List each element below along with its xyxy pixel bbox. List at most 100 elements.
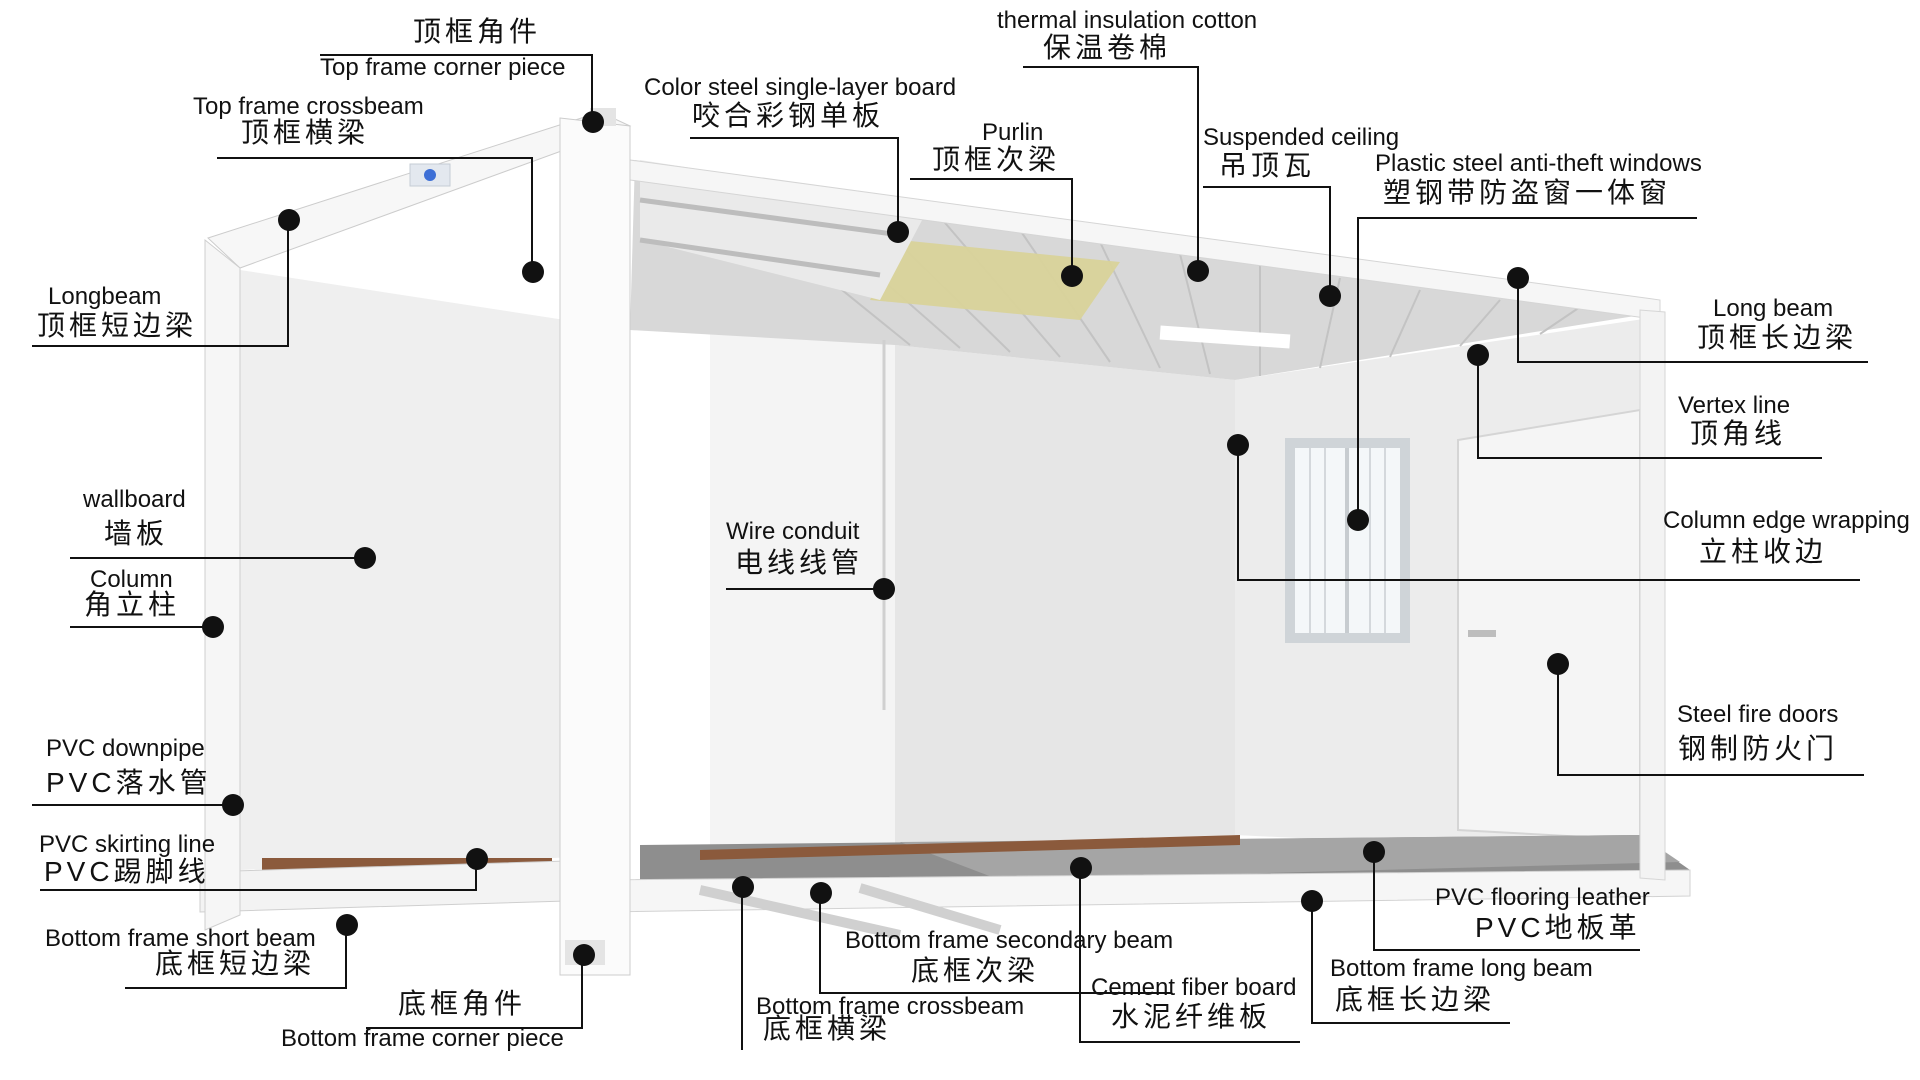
leader-bottom-frame-short-beam — [125, 925, 347, 989]
dot-longbeam — [278, 209, 300, 231]
label-purlin-en: Purlin — [982, 119, 1044, 146]
leader-vertex-line — [1477, 355, 1822, 459]
dot-pvc-downpipe — [222, 794, 244, 816]
label-bottom-frame-crossbeam-zh: 底框横梁 — [763, 1013, 892, 1044]
purlins — [639, 197, 901, 278]
label-bottom-frame-long-beam-en: Bottom frame long beam — [1330, 955, 1593, 982]
dot-column — [202, 616, 224, 638]
leader-plastic-steel-windows — [1357, 217, 1697, 520]
leader-top-frame-crossbeam — [217, 157, 533, 272]
label-bottom-frame-short-beam-zh: 底框短边梁 — [155, 948, 316, 979]
label-column-edge-wrapping-en: Column edge wrapping — [1663, 507, 1910, 534]
label-pvc-flooring-leather-en: PVC flooring leather — [1435, 884, 1650, 911]
label-thermal-insulation-cotton-en: thermal insulation cotton — [997, 7, 1258, 34]
label-bottom-frame-long-beam-zh: 底框长边梁 — [1335, 984, 1496, 1015]
left-interior-wall — [240, 270, 630, 870]
leader-suspended-ceiling — [1203, 186, 1331, 296]
label-vertex-line-zh: 顶角线 — [1690, 418, 1787, 449]
rear-right-column — [1639, 309, 1666, 881]
label-bottom-frame-secondary-beam-en: Bottom frame secondary beam — [845, 927, 1174, 954]
label-bottom-frame-corner-piece-en: Bottom frame corner piece — [281, 1025, 564, 1052]
label-long-beam-en: Long beam — [1713, 295, 1834, 322]
label-wallboard-zh: 墙板 — [104, 518, 169, 549]
label-column-zh: 角立柱 — [84, 589, 181, 620]
label-column-en: Column — [90, 566, 173, 593]
front-left-column — [204, 238, 241, 931]
leader-long-beam — [1517, 278, 1868, 363]
dot-long-beam — [1507, 267, 1529, 289]
label-longbeam-en: Longbeam — [48, 283, 162, 310]
label-top-frame-corner-piece-zh: 顶框角件 — [413, 16, 542, 47]
label-long-beam-zh: 顶框长边梁 — [1697, 322, 1858, 353]
label-top-frame-crossbeam-en: Top frame crossbeam — [193, 93, 424, 120]
dot-cement-fiber-board — [1070, 857, 1092, 879]
label-vertex-line-en: Vertex line — [1678, 392, 1791, 419]
label-bottom-frame-secondary-beam-zh: 底框次梁 — [911, 955, 1040, 986]
leader-bottom-frame-secondary-beam — [819, 895, 1172, 994]
label-pvc-skirting-line-en: PVC skirting line — [39, 831, 216, 858]
label-wire-conduit-zh: 电线线管 — [735, 547, 864, 578]
label-top-frame-crossbeam-zh: 顶框横梁 — [241, 117, 370, 148]
label-pvc-downpipe-en: PVC downpipe — [46, 735, 205, 762]
back-wall — [895, 345, 1235, 845]
floor-wood-edge — [700, 835, 1240, 860]
leader-cement-fiber-board — [1079, 870, 1300, 1043]
dot-plastic-steel-windows — [1347, 509, 1369, 531]
leader-column-edge-wrapping — [1237, 445, 1860, 581]
dot-suspended-ceiling — [1319, 285, 1341, 307]
dot-pvc-flooring-leather — [1363, 841, 1385, 863]
leader-bottom-frame-corner-piece — [366, 958, 583, 1029]
label-thermal-insulation-cotton-zh: 保温卷棉 — [1043, 32, 1172, 63]
leader-steel-fire-doors — [1557, 664, 1864, 776]
leader-top-frame-corner-piece — [320, 54, 593, 120]
label-steel-fire-doors-en: Steel fire doors — [1677, 701, 1839, 728]
dot-top-frame-corner-piece — [582, 111, 604, 133]
dot-bottom-frame-corner-piece — [573, 944, 595, 966]
leader-pvc-skirting-line — [40, 860, 477, 891]
leader-thermal-insulation-cotton — [1023, 66, 1199, 271]
label-purlin-zh: 顶框次梁 — [932, 144, 1061, 175]
dot-color-steel-board — [887, 221, 909, 243]
label-cement-fiber-board-zh: 水泥纤维板 — [1111, 1001, 1272, 1032]
dot-bottom-frame-long-beam — [1301, 890, 1323, 912]
label-cement-fiber-board-en: Cement fiber board — [1091, 974, 1297, 1001]
dot-top-frame-crossbeam — [522, 261, 544, 283]
label-bottom-frame-short-beam-en: Bottom frame short beam — [45, 925, 316, 952]
label-longbeam-zh: 顶框短边梁 — [37, 310, 198, 341]
partition-wall — [710, 300, 895, 850]
label-top-frame-corner-piece-en: Top frame corner piece — [320, 54, 566, 81]
dot-steel-fire-doors — [1547, 653, 1569, 675]
label-pvc-skirting-line-zh: PVC踢脚线 — [44, 856, 210, 887]
label-color-steel-board-en: Color steel single-layer board — [644, 74, 957, 101]
dot-purlin — [1061, 265, 1083, 287]
vent-fan — [424, 169, 436, 181]
label-suspended-ceiling-zh: 吊顶瓦 — [1219, 150, 1316, 181]
insulation-layer — [870, 240, 1120, 320]
dot-vertex-line — [1467, 344, 1489, 366]
leader-purlin — [910, 178, 1073, 276]
dot-wire-conduit — [873, 578, 895, 600]
label-wallboard-en: wallboard — [83, 486, 186, 513]
dot-thermal-insulation-cotton — [1187, 260, 1209, 282]
dot-bottom-frame-secondary-beam — [810, 882, 832, 904]
dot-wallboard — [354, 547, 376, 569]
label-color-steel-board-zh: 咬合彩钢单板 — [692, 100, 885, 131]
window-illustration — [1285, 438, 1410, 643]
label-plastic-steel-windows-zh: 塑钢带防盗窗一体窗 — [1383, 177, 1672, 208]
leader-pvc-flooring-leather — [1373, 852, 1640, 951]
leader-bottom-frame-long-beam — [1311, 902, 1510, 1024]
dot-bottom-frame-crossbeam — [732, 876, 754, 898]
label-column-edge-wrapping-zh: 立柱收边 — [1699, 536, 1828, 567]
dot-column-edge-wrapping — [1227, 434, 1249, 456]
dot-pvc-skirting-line — [466, 848, 488, 870]
label-wire-conduit-en: Wire conduit — [726, 518, 860, 545]
leader-color-steel-board — [690, 137, 899, 232]
bottom-frame-crossbeams — [698, 883, 1002, 940]
label-pvc-downpipe-zh: PVC落水管 — [46, 767, 212, 798]
label-plastic-steel-windows-en: Plastic steel anti-theft windows — [1375, 150, 1702, 177]
label-steel-fire-doors-zh: 钢制防火门 — [1678, 733, 1839, 764]
dot-bottom-frame-short-beam — [336, 914, 358, 936]
